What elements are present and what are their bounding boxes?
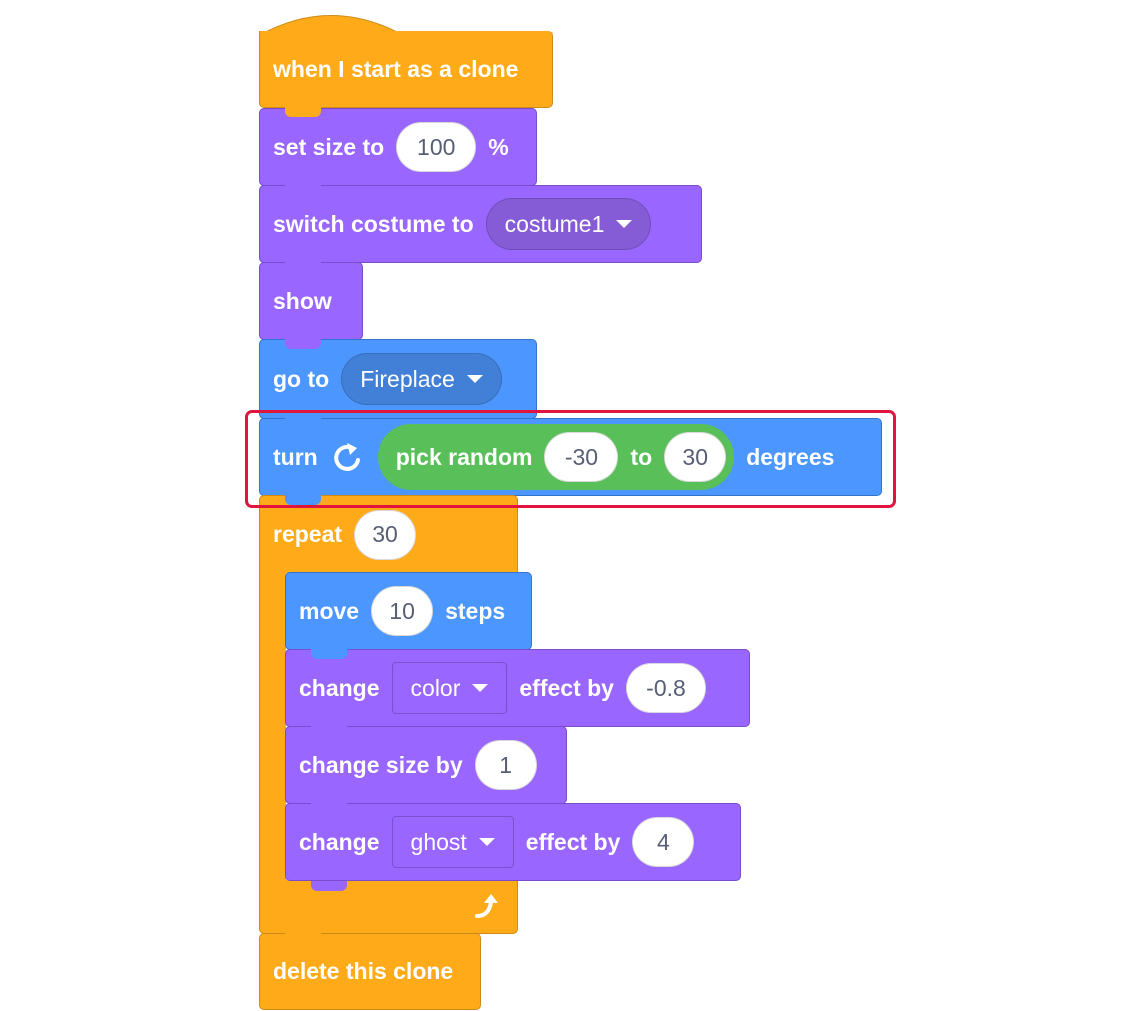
connector-notch: [285, 185, 321, 195]
delete-this-clone-block[interactable]: delete this clone: [259, 933, 481, 1010]
repeat-block-arm: [259, 572, 286, 884]
to-label: to: [630, 443, 653, 470]
block-label: when I start as a clone: [273, 55, 519, 82]
block-label: change size by: [299, 751, 463, 778]
change-color-effect-block[interactable]: change color effect by -0.8: [285, 649, 750, 727]
block-label: repeat: [273, 521, 343, 547]
connector-notch: [311, 649, 347, 659]
caret-down-icon: [466, 375, 483, 383]
connector-notch: [311, 726, 347, 736]
steps-label: steps: [445, 597, 506, 624]
connector-notch: [311, 881, 347, 891]
costume-dropdown[interactable]: costume1: [485, 198, 652, 250]
block-label: go to: [273, 365, 330, 392]
connector-notch: [285, 339, 321, 349]
when-i-start-as-clone-block[interactable]: when I start as a clone: [259, 31, 553, 108]
size-change-input[interactable]: 1: [474, 740, 537, 790]
block-label: change: [299, 828, 380, 855]
block-label: delete this clone: [273, 958, 454, 984]
connector-notch: [285, 107, 321, 117]
caret-down-icon: [472, 684, 489, 692]
block-label: turn: [273, 443, 318, 470]
degrees-label: degrees: [746, 443, 835, 470]
repeat-block-footer: [259, 880, 518, 934]
show-block[interactable]: show: [259, 262, 363, 340]
pick-random-label: pick random: [395, 443, 533, 470]
effect-value: color: [410, 674, 461, 701]
block-label: move: [299, 597, 360, 624]
rotate-right-icon: [330, 439, 366, 475]
turn-block-highlight: [245, 410, 896, 508]
connector-notch: [285, 495, 321, 505]
loop-arrow-icon: [471, 890, 503, 922]
caret-down-icon: [616, 220, 633, 228]
connector-notch: [311, 803, 347, 813]
random-from-input[interactable]: -30: [544, 432, 619, 482]
effect-by-label: effect by: [519, 674, 614, 701]
caret-down-icon: [478, 838, 495, 846]
pick-random-reporter[interactable]: pick random -30 to 30: [377, 424, 735, 490]
block-label: switch costume to: [273, 210, 474, 237]
effect-amount-input[interactable]: 4: [632, 817, 695, 867]
effect-by-label: effect by: [525, 828, 621, 855]
block-label: change: [299, 674, 380, 701]
random-to-input[interactable]: 30: [664, 432, 727, 482]
repeat-block[interactable]: repeat 30: [259, 495, 518, 573]
steps-input[interactable]: 10: [371, 586, 434, 636]
connector-notch: [285, 262, 321, 272]
change-ghost-effect-block[interactable]: change ghost effect by 4: [285, 803, 741, 881]
switch-costume-block[interactable]: switch costume to costume1: [259, 185, 702, 263]
turn-right-block[interactable]: turn pick random -30 to 30 degrees: [259, 418, 882, 496]
effect-dropdown[interactable]: ghost: [391, 816, 514, 868]
move-steps-block[interactable]: move 10 steps: [285, 572, 532, 650]
repeat-count-input[interactable]: 30: [354, 509, 417, 560]
go-to-target-dropdown[interactable]: Fireplace: [341, 353, 502, 405]
connector-notch: [285, 933, 321, 943]
go-to-block[interactable]: go to Fireplace: [259, 339, 537, 419]
effect-dropdown[interactable]: color: [391, 662, 508, 714]
costume-value: costume1: [504, 210, 605, 237]
connector-notch: [285, 418, 321, 428]
go-to-target-value: Fireplace: [360, 365, 455, 392]
change-size-block[interactable]: change size by 1: [285, 726, 567, 804]
effect-amount-input[interactable]: -0.8: [625, 663, 706, 713]
effect-value: ghost: [410, 828, 467, 855]
percent-label: %: [488, 133, 509, 160]
size-input[interactable]: 100: [396, 122, 477, 172]
block-label: set size to: [273, 133, 385, 160]
set-size-block[interactable]: set size to 100 %: [259, 108, 537, 186]
block-label: show: [273, 287, 332, 314]
